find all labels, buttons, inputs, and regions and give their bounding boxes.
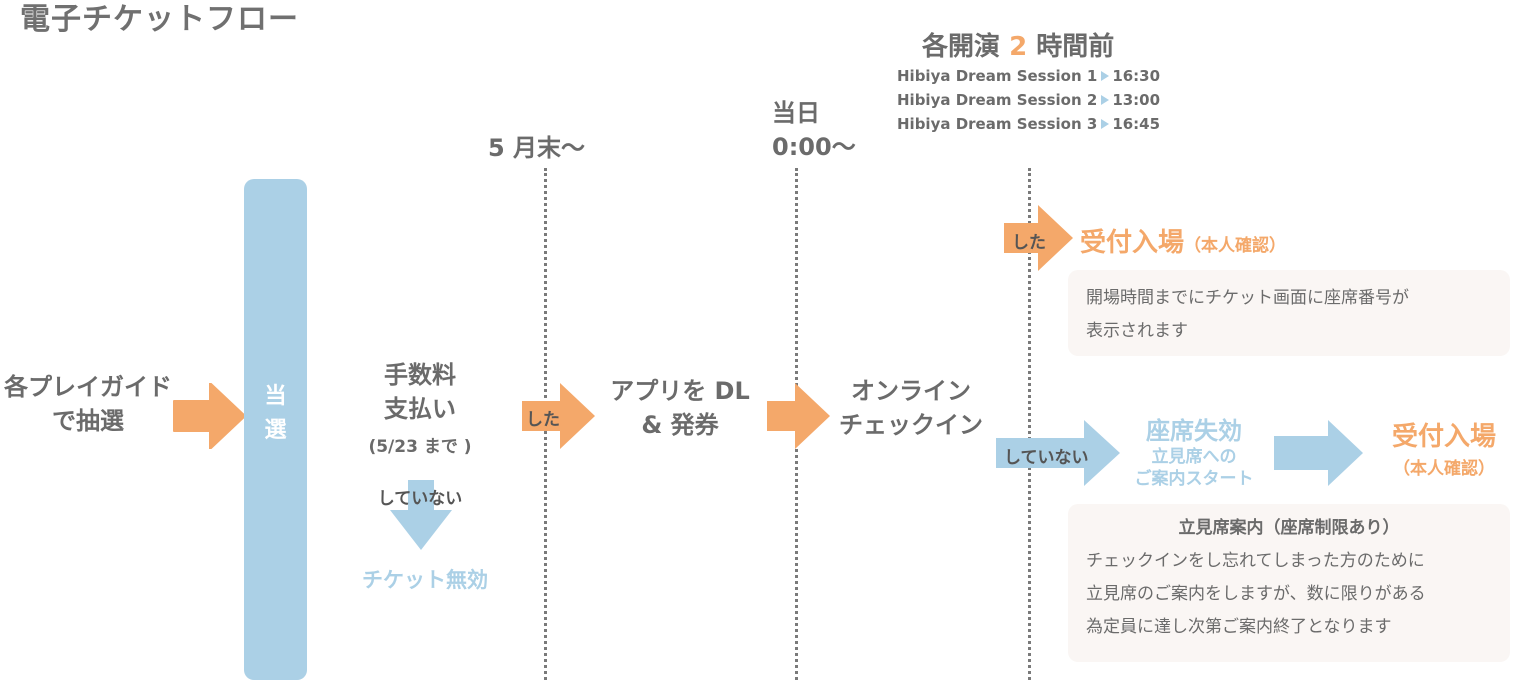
- session-item: Hibiya Dream Session 1 16:30: [897, 64, 1160, 88]
- seat-invalid-step: 座席失効 立見席への ご案内スタート: [1120, 416, 1268, 490]
- entry-info-line: 表示されます: [1086, 321, 1188, 341]
- fee-text: 手数料: [384, 361, 456, 389]
- checkin-done-label: した: [1012, 233, 1046, 253]
- page-title: 電子チケットフロー: [20, 2, 299, 37]
- fee-deadline: (5/23 まで ): [368, 437, 472, 457]
- fee-not-paid-label: していない: [377, 489, 463, 509]
- standing-info-line: 立見席のご案内をしますが、数に限りがある: [1086, 584, 1426, 604]
- lottery-text: で抽選: [52, 407, 124, 435]
- suffix-text: 時間前: [1036, 32, 1115, 62]
- entry-title: 受付入場（本人確認）: [1080, 222, 1286, 259]
- entry2-step: 受付入場 （本人確認）: [1370, 420, 1518, 479]
- hours-number: 2: [1009, 32, 1028, 62]
- arrow-right-icon: [1002, 205, 1074, 271]
- same-day-text: 当日: [772, 99, 820, 127]
- session-item: Hibiya Dream Session 2 13:00: [897, 88, 1160, 112]
- session-name: Hibiya Dream Session 1: [897, 67, 1098, 85]
- standing-info-box: 立見席案内（座席制限あり） チェックインをし忘れてしまった方のために 立見席のご…: [1068, 504, 1510, 662]
- winner-text: 選: [264, 418, 287, 443]
- fee-paid-label: した: [526, 410, 560, 430]
- app-text: アプリを DL: [610, 377, 750, 405]
- app-text: & 発券: [641, 411, 719, 439]
- lottery-text: 各プレイガイド: [4, 373, 172, 401]
- fee-text: 支払い: [384, 395, 456, 423]
- play-triangle-icon: [1101, 71, 1110, 81]
- winner-label: 当 選: [244, 380, 307, 448]
- winner-text: 当: [264, 384, 287, 409]
- session-item: Hibiya Dream Session 3 16:45: [897, 112, 1160, 136]
- arrow-right-icon: [994, 420, 1122, 486]
- standing-info-line: 為定員に達し次第ご案内終了となります: [1086, 617, 1392, 637]
- arrow-right-icon: [172, 383, 246, 449]
- standing-info-line: チェックインをし忘れてしまった方のために: [1086, 551, 1425, 571]
- arrow-right-icon: [765, 383, 831, 449]
- play-triangle-icon: [1101, 119, 1110, 129]
- checkin-text: チェックイン: [839, 411, 983, 439]
- app-download-step: アプリを DL & 発券: [594, 374, 766, 442]
- session-time: 16:45: [1112, 115, 1161, 133]
- entry-info-box: 開場時間までにチケット画面に座席番号が 表示されます: [1068, 270, 1510, 356]
- checkin-not-done-label: していない: [1004, 448, 1089, 468]
- fee-payment-step: 手数料 支払い: [345, 358, 495, 426]
- timeline-label-same-day: 当日 0:00〜: [772, 96, 856, 164]
- play-triangle-icon: [1101, 95, 1110, 105]
- entry2-title: 受付入場: [1391, 422, 1496, 452]
- arrow-right-icon: [520, 383, 596, 449]
- standing-info-title: 立見席案内（座席制限あり）: [1178, 518, 1400, 538]
- arrow-down-icon: [388, 480, 454, 552]
- arrow-right-icon: [1272, 420, 1364, 486]
- standing-text: 立見席への: [1151, 447, 1237, 467]
- winner-bar: [244, 179, 307, 680]
- seat-invalid-text: 座席失効: [1146, 417, 1242, 445]
- checkin-text: オンライン: [851, 377, 971, 405]
- standing-info-text: 立見席案内（座席制限あり） チェックインをし忘れてしまった方のために 立見席のご…: [1068, 504, 1510, 652]
- entry-info-line: 開場時間までにチケット画面に座席番号が: [1086, 288, 1409, 308]
- prefix-text: 各開演: [922, 32, 1001, 62]
- lottery-step: 各プレイガイド で抽選: [0, 370, 176, 438]
- session-time: 16:30: [1112, 67, 1161, 85]
- session-list: Hibiya Dream Session 1 16:30 Hibiya Dream…: [897, 64, 1160, 136]
- midnight-text: 0:00〜: [772, 133, 856, 161]
- timeline-label-end-of-may: 5 月末〜: [488, 134, 586, 162]
- entry-note: （本人確認）: [1184, 236, 1287, 256]
- online-checkin-step: オンライン チェックイン: [828, 374, 994, 442]
- standing-text: ご案内スタート: [1134, 469, 1254, 489]
- session-time: 13:00: [1112, 91, 1161, 109]
- timeline-divider: [1028, 168, 1031, 680]
- ticket-invalid-label: チケット無効: [362, 568, 488, 592]
- entry2-note: （本人確認）: [1393, 459, 1495, 479]
- timeline-label-two-hours-before: 各開演 2 時間前: [922, 26, 1114, 63]
- session-name: Hibiya Dream Session 2: [897, 91, 1098, 109]
- session-name: Hibiya Dream Session 3: [897, 115, 1098, 133]
- entry-title-text: 受付入場: [1080, 228, 1185, 258]
- entry-info-text: 開場時間までにチケット画面に座席番号が 表示されます: [1068, 270, 1510, 360]
